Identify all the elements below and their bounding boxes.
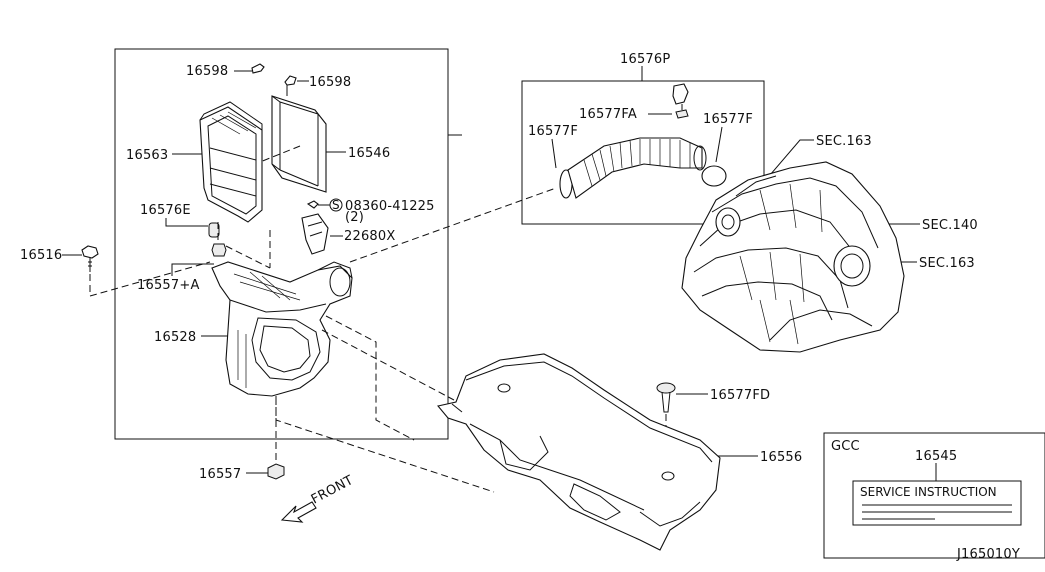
bolt-16516: [81, 245, 99, 272]
grommet-16557A: [211, 243, 227, 257]
label-sec140: SEC.140: [922, 218, 978, 233]
heat-shield-16556: [436, 353, 721, 551]
label-16545: 16545: [915, 449, 957, 464]
lower-housing-16528: [211, 261, 353, 397]
label-16577FA: 16577FA: [579, 107, 637, 122]
leader-16577F-a: [551, 138, 557, 169]
label-16546: 16546: [348, 146, 390, 161]
label-16516: 16516: [20, 248, 62, 263]
label-16577FD: 16577FD: [710, 388, 770, 403]
grommet-16576E: [208, 222, 220, 238]
assembly-frame-16500: [114, 48, 449, 440]
front-arrow-icon: [280, 501, 317, 523]
service-instruction-label: [852, 480, 1022, 526]
maf-sensor-22680X: [301, 213, 329, 255]
label-16576E: 16576E: [140, 203, 191, 218]
label-16598-b: 16598: [309, 75, 351, 90]
label-08360: 08360-41225: [345, 199, 435, 214]
leader-16557A: [171, 263, 214, 276]
label-16528: 16528: [154, 330, 196, 345]
dash-housing-duct: [349, 187, 557, 263]
leader-16577F-b: [715, 126, 723, 163]
clip-16598-b: [284, 75, 297, 96]
symbol-s: S: [332, 198, 340, 212]
clip-16598-a: [251, 63, 265, 74]
label-16557: 16557: [199, 467, 241, 482]
label-sec163-a: SEC.163: [816, 134, 872, 149]
label-16576P: 16576P: [620, 52, 670, 67]
dash-bolt-16516: [89, 261, 211, 297]
intake-manifold: [681, 161, 905, 353]
dash-filter-cover: [259, 145, 301, 163]
intake-duct-16576P: [559, 137, 727, 199]
dash-16557A-b: [225, 245, 271, 269]
dash-housing-shield-b: [321, 329, 455, 401]
label-16577F-b: 16577F: [703, 112, 753, 127]
diagram-id: J165010Y: [956, 547, 1020, 562]
connector-16577FA: [672, 83, 689, 119]
dash-housing-shield-a: [325, 315, 415, 441]
label-front: FRONT: [309, 473, 356, 508]
label-16577F-a: 16577F: [528, 124, 578, 139]
label-sec163-b: SEC.163: [919, 256, 975, 271]
market-box: [823, 432, 1045, 559]
label-16556: 16556: [760, 450, 802, 465]
clip-16577FD: [656, 382, 676, 413]
filter-element-16546: [271, 95, 327, 193]
label-22680X: 22680X: [344, 229, 395, 244]
label-16598-a: 16598: [186, 64, 228, 79]
screw-08360: S: [306, 198, 343, 212]
upper-cover-16563: [199, 101, 263, 223]
label-08360-qty: (2): [345, 210, 364, 225]
service-instruction-text: SERVICE INSTRUCTION: [860, 485, 997, 499]
leader-16576E: [165, 218, 208, 227]
assembly-frame-16576P: [521, 80, 765, 225]
label-16557A: 16557+A: [137, 278, 200, 293]
label-16563: 16563: [126, 148, 168, 163]
label-market: GCC: [831, 439, 860, 454]
grommet-16557: [267, 463, 285, 480]
